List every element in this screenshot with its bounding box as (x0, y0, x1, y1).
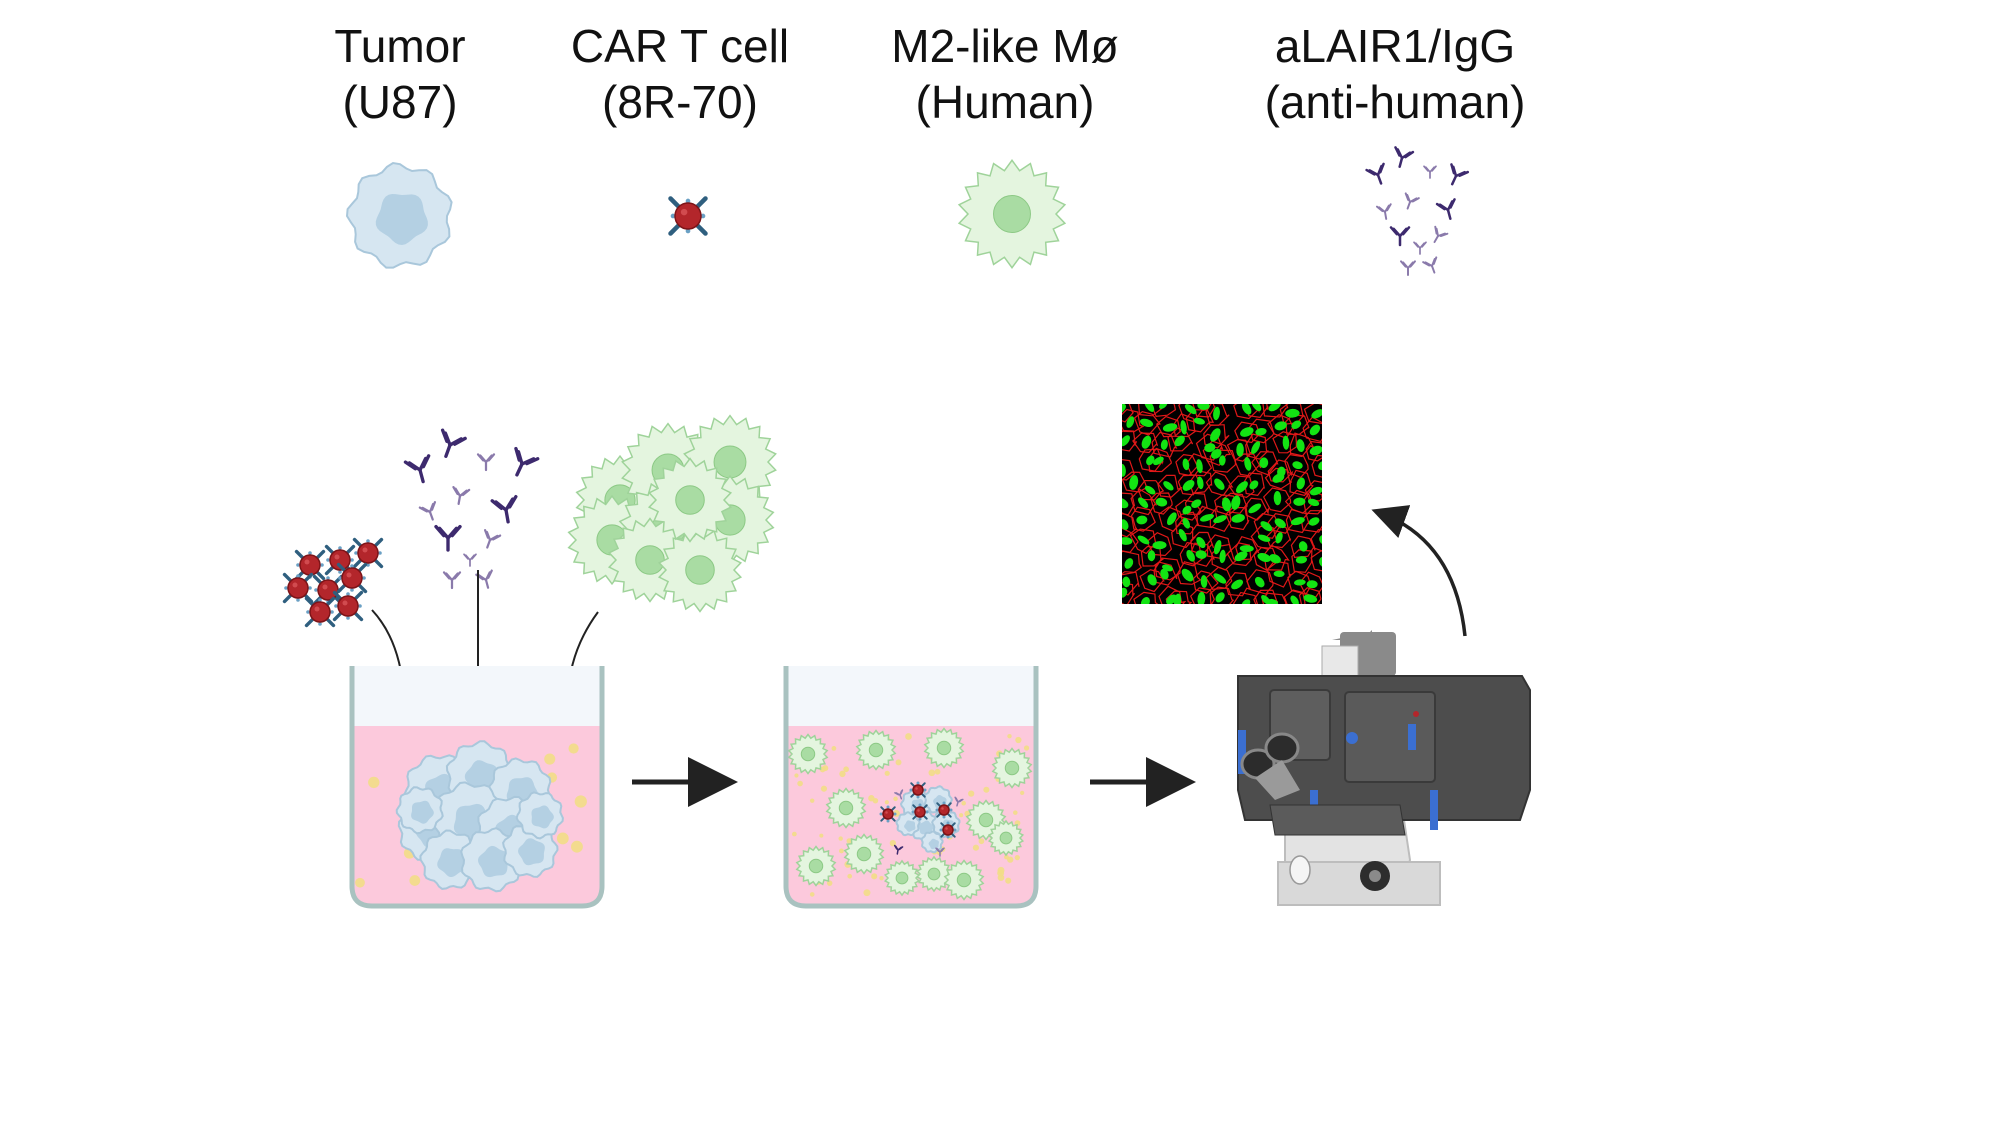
car-t-cell-icon-shape (668, 196, 708, 236)
well-2-wall (783, 666, 1039, 909)
car-t-cell (282, 572, 314, 604)
microscope-base (1277, 861, 1441, 906)
macrophage-icon-shape (957, 159, 1067, 269)
car-t-cell (935, 801, 953, 819)
well-after (783, 666, 1039, 909)
car-t-cell (304, 596, 336, 628)
tumor-cell (920, 830, 944, 854)
antibody (418, 501, 437, 521)
macrophage-9 (647, 457, 733, 543)
macrophage (943, 859, 985, 901)
antibody (894, 789, 904, 800)
segmentation-image (1122, 404, 1322, 604)
antibody (893, 844, 904, 855)
tumor-cell (515, 791, 564, 840)
well-1-air (352, 666, 602, 726)
car-t-cell-icon (668, 196, 708, 236)
legend-label-antibody: aLAIR1/IgG (anti-human) (1230, 18, 1560, 130)
macrophage (883, 859, 921, 897)
car-t-cell-cluster (282, 537, 384, 628)
well-1-contents (355, 740, 587, 893)
antibody (440, 428, 467, 458)
antibody (463, 553, 477, 567)
antibody (476, 453, 496, 472)
legend-macrophage-detail: (Human) (915, 76, 1095, 128)
car-t-cell (352, 537, 384, 569)
antibody (1404, 192, 1420, 210)
legend-icons (345, 146, 1470, 276)
well-before (349, 666, 605, 909)
antibody (1400, 260, 1416, 276)
microscope-eyepieces (1240, 732, 1300, 800)
macrophage (855, 729, 897, 771)
antibody (442, 571, 462, 590)
arrow-microscope-to-image (1371, 505, 1467, 637)
legend-label-tumor: Tumor (U87) (300, 18, 500, 130)
microscope-icon (1237, 630, 1531, 906)
car-t-cell (879, 805, 897, 823)
antibody (483, 529, 502, 549)
macrophage-cluster (567, 414, 777, 613)
antibody-cluster-icon (1365, 146, 1470, 276)
antibody (1413, 241, 1427, 255)
antibody (1433, 225, 1449, 244)
antibody (514, 446, 540, 477)
antibody-scatter (403, 428, 540, 590)
legend-label-macrophage: M2-like Mø (Human) (850, 18, 1160, 130)
macrophage-8 (657, 527, 743, 613)
legend-antibody-name: aLAIR1/IgG (1274, 20, 1516, 72)
antibody (1422, 256, 1438, 274)
segmentation-cells (1122, 404, 1322, 604)
antibody (1423, 165, 1437, 179)
well-2-contents (787, 727, 1033, 901)
microscope-door-right (1344, 691, 1436, 783)
antibody (403, 454, 431, 484)
legend-label-car-t-cell: CAR T cell (8R-70) (550, 18, 810, 130)
macrophage (923, 727, 965, 769)
macrophage (787, 733, 829, 775)
well-2-air (786, 666, 1036, 726)
legend-car-t-detail: (8R-70) (602, 76, 758, 128)
car-t-cell (939, 821, 957, 839)
antibody (935, 847, 945, 857)
antibody (1389, 226, 1411, 247)
macrophage (987, 819, 1025, 857)
legend-antibody-detail: (anti-human) (1264, 76, 1526, 128)
legend-macrophage-name: M2-like Mø (891, 20, 1119, 72)
tumor-cell (395, 786, 444, 835)
cell-nuclei (1122, 404, 1322, 604)
antibody (1450, 163, 1470, 186)
legend-car-t-name: CAR T cell (570, 20, 790, 72)
tumor-cell-icon (345, 161, 453, 269)
car-t-cell (911, 803, 929, 821)
macrophage (843, 833, 885, 875)
macrophage (915, 855, 953, 893)
microscope-light-window (1289, 855, 1311, 885)
macrophage-icon (957, 159, 1067, 269)
car-t-cell (336, 562, 368, 594)
antibody (1375, 203, 1392, 220)
antibody (434, 524, 462, 552)
car-t-cell (909, 781, 927, 799)
antibody (475, 569, 493, 589)
antibody (1435, 198, 1456, 220)
tumor-cell-icon-shape (345, 161, 453, 269)
car-t-cell (332, 590, 364, 622)
antibody (1394, 146, 1415, 168)
antibody (452, 486, 471, 505)
antibody (490, 495, 518, 524)
well-1-wall (349, 666, 605, 909)
macrophage (991, 747, 1033, 789)
antibody (1365, 162, 1385, 185)
legend-tumor-detail: (U87) (342, 76, 458, 128)
legend-tumor-name: Tumor (334, 20, 466, 72)
macrophage (795, 845, 837, 887)
antibody (954, 796, 964, 807)
macrophage (825, 787, 867, 829)
